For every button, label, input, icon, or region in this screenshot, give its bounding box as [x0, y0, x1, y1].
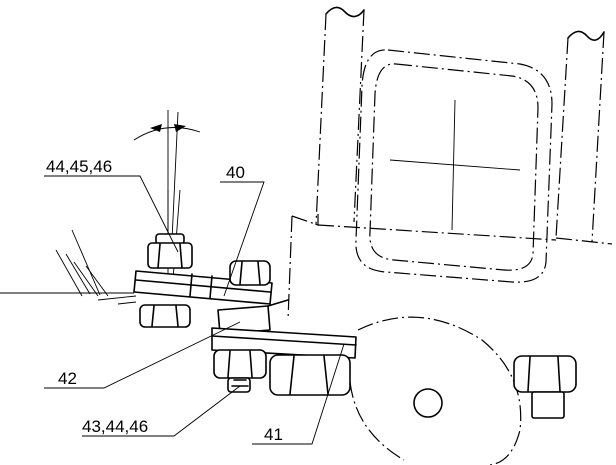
label-43-44-46: 43,44,46	[82, 417, 148, 436]
upper-nut-left	[147, 233, 193, 269]
phantom-frame	[287, 6, 613, 465]
label-42: 42	[58, 369, 77, 388]
lever-plate-40	[133, 270, 273, 305]
label-41: 41	[264, 425, 283, 444]
nut-43	[213, 349, 267, 393]
leader-lines	[44, 175, 345, 445]
nut-41	[269, 354, 351, 396]
nut-40	[229, 260, 271, 286]
angle-indicator	[133, 110, 201, 241]
lower-nut-left	[139, 304, 191, 328]
bracket-42	[217, 299, 289, 335]
label-40: 40	[226, 163, 245, 182]
label-44-45-46: 44,45,46	[46, 157, 112, 176]
nut-right	[513, 355, 577, 419]
